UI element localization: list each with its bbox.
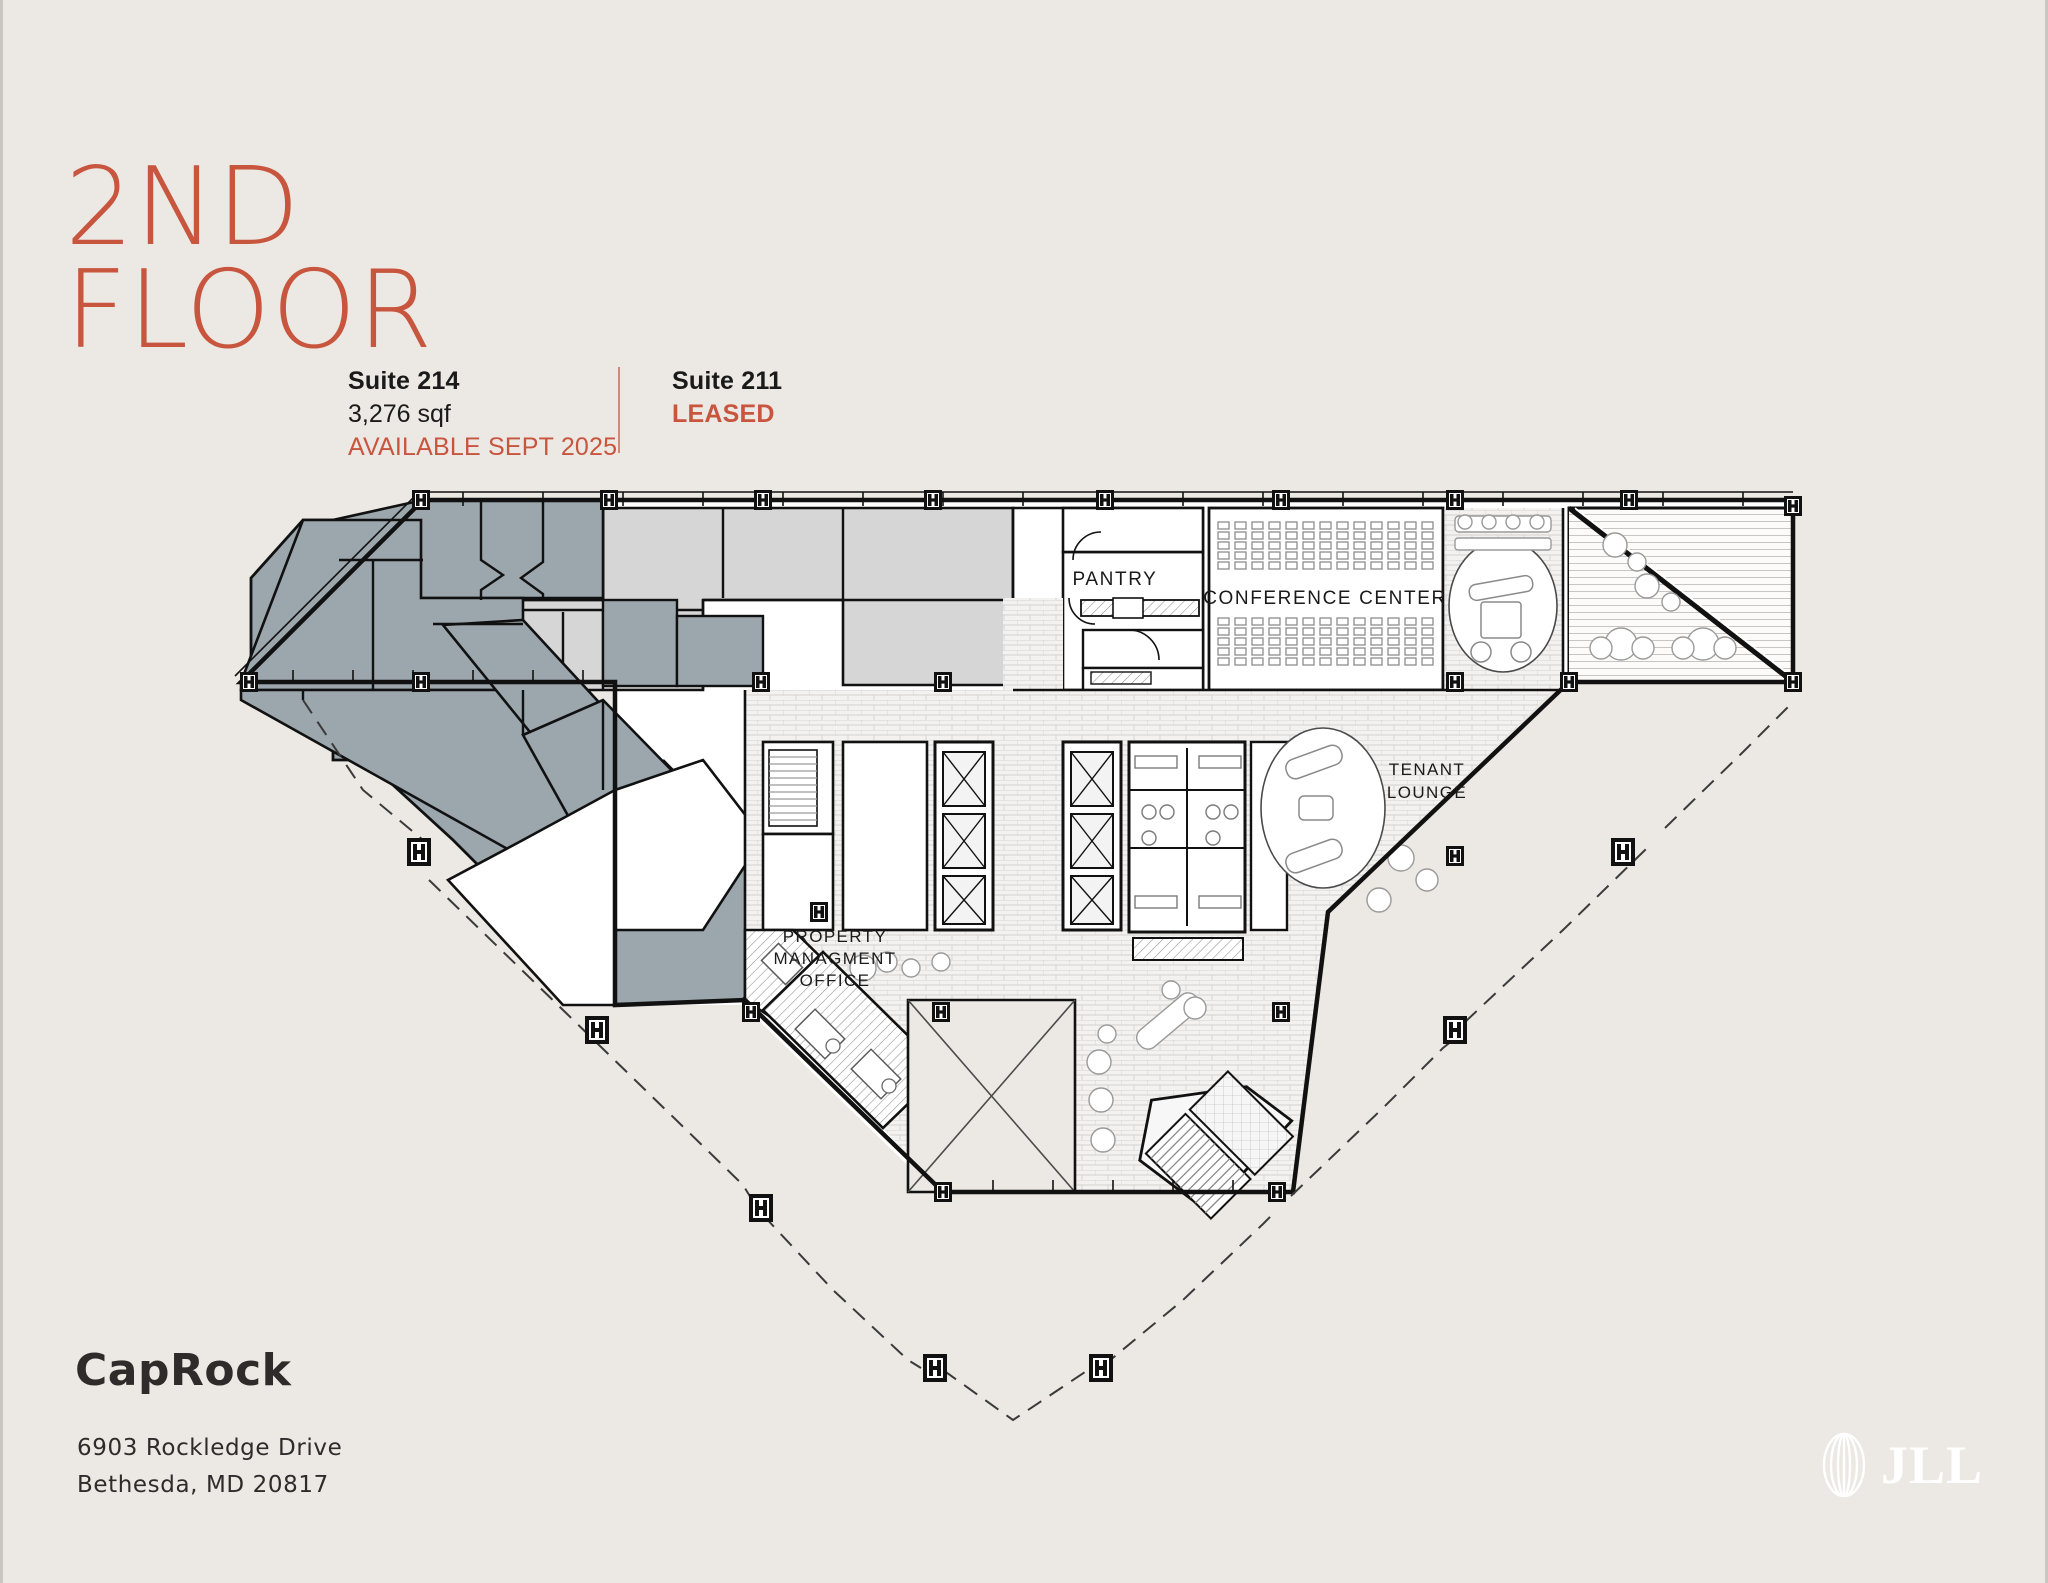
- jll-wordmark: JLL: [1880, 1435, 1983, 1495]
- room-label-property-management-line-1: PROPERTY: [783, 927, 887, 946]
- jll-globe-icon: [1822, 1432, 1866, 1498]
- legend-suite-label: Suite 211: [672, 367, 783, 395]
- jll-logo: JLL: [1815, 1432, 1983, 1498]
- room-label-pantry: PANTRY: [1073, 569, 1158, 590]
- page-title: 2ND FLOOR: [65, 52, 434, 467]
- title-line-2: FLOOR: [65, 248, 434, 374]
- elevator-core: [933, 740, 1123, 932]
- legend-entry-suite-214: Suite 214 3,276 sqf AVAILABLE SEPT 2025: [348, 365, 618, 464]
- room-label-group: PANTRY CONFERENCE CENTER TENANT LOUNGE P…: [773, 569, 1467, 990]
- restroom-core: [761, 740, 1289, 961]
- legend-suite-status: AVAILABLE SEPT 2025: [348, 433, 618, 461]
- legend-entry-suite-211: Suite 211 LEASED: [672, 365, 782, 431]
- suite-214-area: [237, 498, 805, 1007]
- caprock-brand: CapRock: [75, 1345, 292, 1396]
- south-lounge-furniture: [849, 951, 1207, 1153]
- address-line-1: 6903 Rockledge Drive: [77, 1435, 343, 1461]
- pantry-room: [1061, 506, 1205, 692]
- room-label-tenant-lounge-line-2: LOUNGE: [1387, 783, 1467, 802]
- suite-legend: Suite 214 3,276 sqf AVAILABLE SEPT 2025 …: [348, 365, 782, 464]
- tenant-lounge-furniture: [1260, 727, 1439, 913]
- upper-lounge-furniture: [1448, 514, 1558, 673]
- address-line-2: Bethesda, MD 20817: [77, 1472, 329, 1499]
- legend-suite-label: Suite 214: [348, 367, 460, 395]
- terrace-wing: [1567, 506, 1795, 684]
- room-label-conference-center: CONFERENCE CENTER: [1203, 588, 1447, 609]
- room-label-tenant-lounge-line-1: TENANT: [1389, 760, 1465, 779]
- room-label-property-management-line-3: OFFICE: [800, 971, 871, 990]
- title-line-1: 2ND: [65, 144, 301, 270]
- atrium-void: [906, 998, 1077, 1194]
- legend-suite-area: 3,276 sqf: [348, 400, 451, 428]
- floor-plan-drawing: PANTRY CONFERENCE CENTER TENANT LOUNGE P…: [3, 0, 2048, 1583]
- room-label-property-management-line-2: MANAGMENT: [773, 949, 896, 968]
- legend-divider: [618, 367, 620, 453]
- legend-suite-status: LEASED: [672, 400, 775, 428]
- building-address: 6903 Rockledge Drive Bethesda, MD 20817: [77, 1430, 342, 1505]
